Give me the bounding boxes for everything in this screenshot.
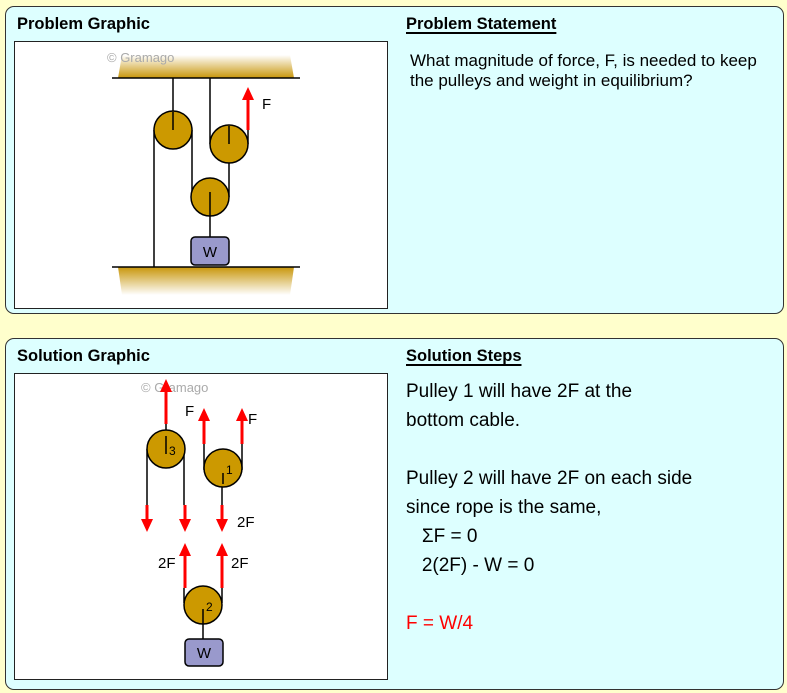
watermark: © Gramago bbox=[141, 380, 208, 395]
problem-graphic-title: Problem Graphic bbox=[17, 15, 150, 33]
weight-block bbox=[190, 236, 230, 266]
force-arrowhead-icon bbox=[242, 87, 254, 100]
force-label-2f-left-up: 2F bbox=[158, 555, 176, 572]
pulley-2-label: 2 bbox=[206, 600, 213, 614]
arrow-up-icon bbox=[236, 408, 248, 421]
floor bbox=[118, 267, 294, 295]
solution-graphic-title: Solution Graphic bbox=[17, 347, 150, 365]
arrow-down-icon bbox=[216, 519, 228, 532]
solution-steps-title: Solution Steps bbox=[406, 347, 522, 365]
force-label-right: F bbox=[248, 411, 257, 428]
problem-statement-title: Problem Statement bbox=[406, 15, 557, 33]
weight-label: W bbox=[203, 244, 218, 261]
arrow-up-icon bbox=[216, 543, 228, 556]
step-line: ΣF = 0 bbox=[406, 526, 478, 547]
arrow-down-icon bbox=[141, 519, 153, 532]
force-label-2f-right-up: 2F bbox=[231, 555, 249, 572]
arrow-down-icon bbox=[179, 519, 191, 532]
pulley-1-label: 1 bbox=[226, 463, 233, 477]
weight-label: W bbox=[197, 645, 212, 662]
step-line: since rope is the same, bbox=[406, 497, 602, 518]
solution-panel: Solution Graphic © Gramago bbox=[5, 338, 784, 690]
problem-graphic: © Gramago W bbox=[14, 41, 388, 309]
step-line bbox=[406, 435, 776, 464]
step-line bbox=[406, 580, 776, 609]
final-answer: F = W/4 bbox=[406, 613, 474, 634]
arrow-up-icon bbox=[179, 543, 191, 556]
ceiling bbox=[118, 55, 294, 78]
force-label: F bbox=[262, 96, 271, 113]
step-line: Pulley 1 will have 2F at the bbox=[406, 381, 633, 402]
pulley-1 bbox=[203, 448, 243, 488]
pulley-3-label: 3 bbox=[169, 444, 176, 458]
arrow-up-icon bbox=[160, 379, 172, 392]
step-line: bottom cable. bbox=[406, 410, 521, 431]
solution-graphic: © Gramago 3 1 2 bbox=[14, 373, 388, 680]
arrow-up-icon bbox=[198, 408, 210, 421]
solution-steps: Pulley 1 will have 2F at the bottom cabl… bbox=[406, 377, 776, 638]
problem-panel: Problem Graphic © Gramago bbox=[5, 6, 784, 314]
force-label-2f-right-down: 2F bbox=[237, 514, 255, 531]
force-label-left: F bbox=[185, 403, 194, 420]
step-line: Pulley 2 will have 2F on each side bbox=[406, 468, 693, 489]
weight-block bbox=[184, 638, 224, 667]
problem-statement: What magnitude of force, F, is needed to… bbox=[410, 51, 757, 90]
step-line: 2(2F) - W = 0 bbox=[406, 555, 535, 576]
watermark: © Gramago bbox=[107, 50, 174, 65]
